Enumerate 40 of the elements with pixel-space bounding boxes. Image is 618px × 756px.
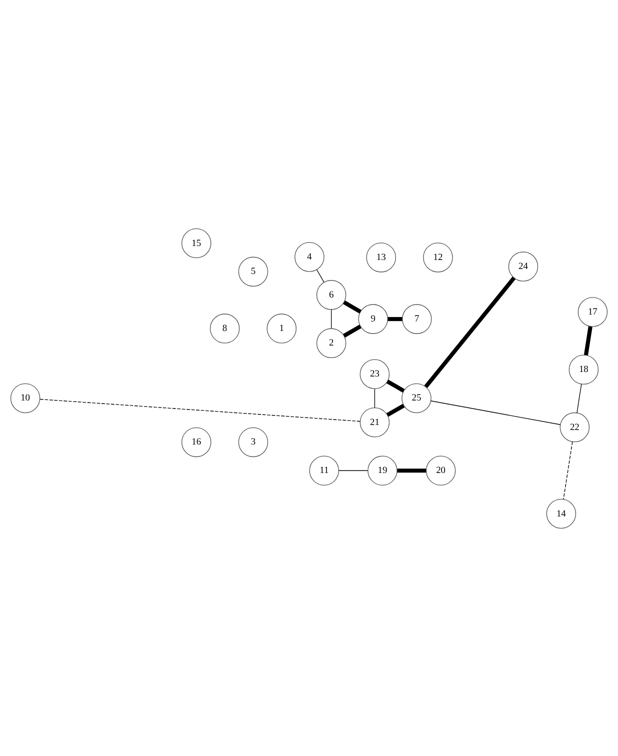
node-circle: 23: [360, 358, 390, 388]
node-circle: 10: [10, 382, 40, 413]
connector: [374, 388, 376, 408]
node-circle: 14: [546, 498, 576, 528]
connector: [397, 468, 426, 472]
node-circle: 20: [426, 455, 456, 486]
connector: [576, 383, 582, 413]
node-circle: 16: [181, 426, 212, 457]
connector: [386, 379, 405, 392]
node-circle: 1: [266, 313, 297, 343]
connector: [430, 400, 561, 424]
node-circle: 11: [309, 455, 340, 486]
node-circle: 8: [210, 313, 240, 343]
connector: [330, 308, 332, 328]
node-circle: 7: [402, 304, 432, 334]
node-circle: 3: [238, 426, 268, 457]
node-circle: 9: [358, 304, 388, 334]
node-circle: 12: [423, 242, 453, 272]
connector: [424, 276, 516, 388]
node-circle: 18: [568, 354, 599, 384]
connector: [40, 398, 360, 422]
node-circle: 24: [508, 251, 538, 281]
connector: [563, 440, 573, 500]
node-circle: 21: [360, 406, 390, 437]
node-circle: 13: [366, 242, 396, 272]
node-circle: 6: [316, 280, 346, 310]
connector: [388, 316, 402, 321]
node-circle: 4: [294, 242, 324, 272]
connector: [343, 324, 362, 338]
connector: [343, 300, 362, 313]
node-circle: 2: [316, 328, 346, 358]
node-circle: 15: [181, 228, 212, 258]
connector: [386, 403, 405, 416]
node-circle: 25: [402, 382, 432, 413]
node-circle: 17: [578, 296, 608, 326]
connector: [316, 268, 324, 282]
node-circle: 22: [560, 412, 590, 442]
connector: [584, 326, 592, 355]
node-circle: 19: [368, 455, 398, 486]
node-circle: 5: [238, 256, 268, 286]
